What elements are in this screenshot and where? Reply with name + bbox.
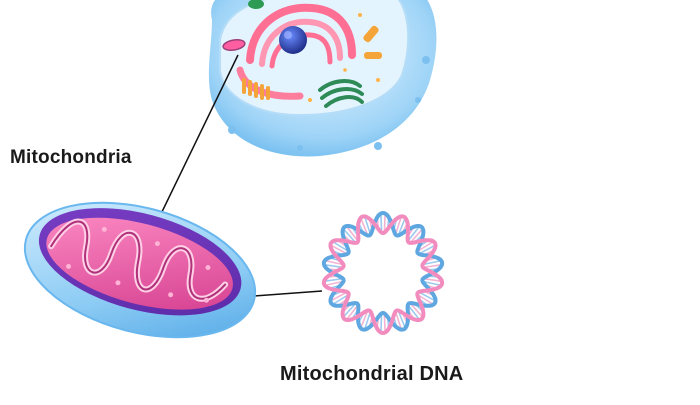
orange-vesicle-stack	[242, 78, 270, 100]
dna-base-pair	[332, 240, 350, 253]
dna-base-pair	[380, 313, 383, 333]
dna-base-pair	[397, 217, 407, 236]
lysosome-orange-2	[364, 52, 382, 59]
dna-base-pair	[359, 217, 369, 236]
dna-base-pair	[422, 280, 442, 287]
dna-base-pair	[416, 293, 434, 306]
dna-base-pair	[409, 302, 424, 318]
dna-base-pair	[416, 240, 434, 253]
dna-base-pair	[383, 213, 386, 233]
dna-base-pair	[422, 277, 443, 283]
animal-cell	[208, 0, 437, 157]
dna-base-pair	[330, 244, 348, 255]
dna-base-pair	[418, 244, 436, 255]
dna-base-pair	[380, 213, 383, 233]
lysosome-orange-1	[363, 25, 379, 43]
dna-base-pair	[324, 259, 344, 266]
dna-base-pair	[409, 228, 424, 244]
dna-base-pair	[422, 263, 443, 269]
dna-base-pair	[342, 302, 357, 318]
dna-base-pair	[323, 277, 344, 283]
mitochondrion-granules	[66, 226, 211, 303]
dna-base-pair	[330, 291, 348, 302]
dna-base-pair	[394, 311, 403, 330]
nucleus	[279, 26, 307, 54]
nucleolus	[284, 31, 292, 39]
dna-base-pair	[422, 259, 442, 266]
dna-base-pair	[397, 310, 407, 329]
mitochondria-label: Mitochondria	[10, 147, 132, 168]
dna-base-pair	[407, 304, 421, 321]
dna-base-pair	[345, 304, 359, 321]
golgi-apparatus	[318, 79, 364, 108]
green-organelle	[248, 0, 264, 9]
dna-base-pair	[394, 216, 403, 235]
dna-base-pair	[332, 293, 350, 306]
cell-mitochondrion	[222, 38, 246, 52]
dna-base-pair	[345, 225, 359, 242]
cytoplasm-dots	[308, 13, 380, 102]
dna-strand-pink	[321, 214, 445, 336]
dna-base-pair	[383, 313, 386, 333]
dna-base-pair	[359, 310, 369, 329]
dna-base-pair	[342, 228, 357, 244]
dna-base-pair	[363, 311, 372, 330]
mitochondrial-dna-ring	[321, 210, 445, 336]
dna-base-pair	[418, 291, 436, 302]
membrane-protrusions	[228, 56, 430, 151]
dna-base-pair	[323, 263, 344, 269]
endoplasmic-reticulum	[236, 3, 356, 100]
dna-base-pair	[363, 216, 372, 235]
dna-base-pair	[407, 225, 421, 242]
mitochondrial-dna-label: Mitochondrial DNA	[280, 363, 464, 385]
mitochondrion	[23, 201, 257, 339]
dna-base-pair	[324, 280, 344, 287]
mitochondrion-cristae-edge	[50, 220, 227, 300]
